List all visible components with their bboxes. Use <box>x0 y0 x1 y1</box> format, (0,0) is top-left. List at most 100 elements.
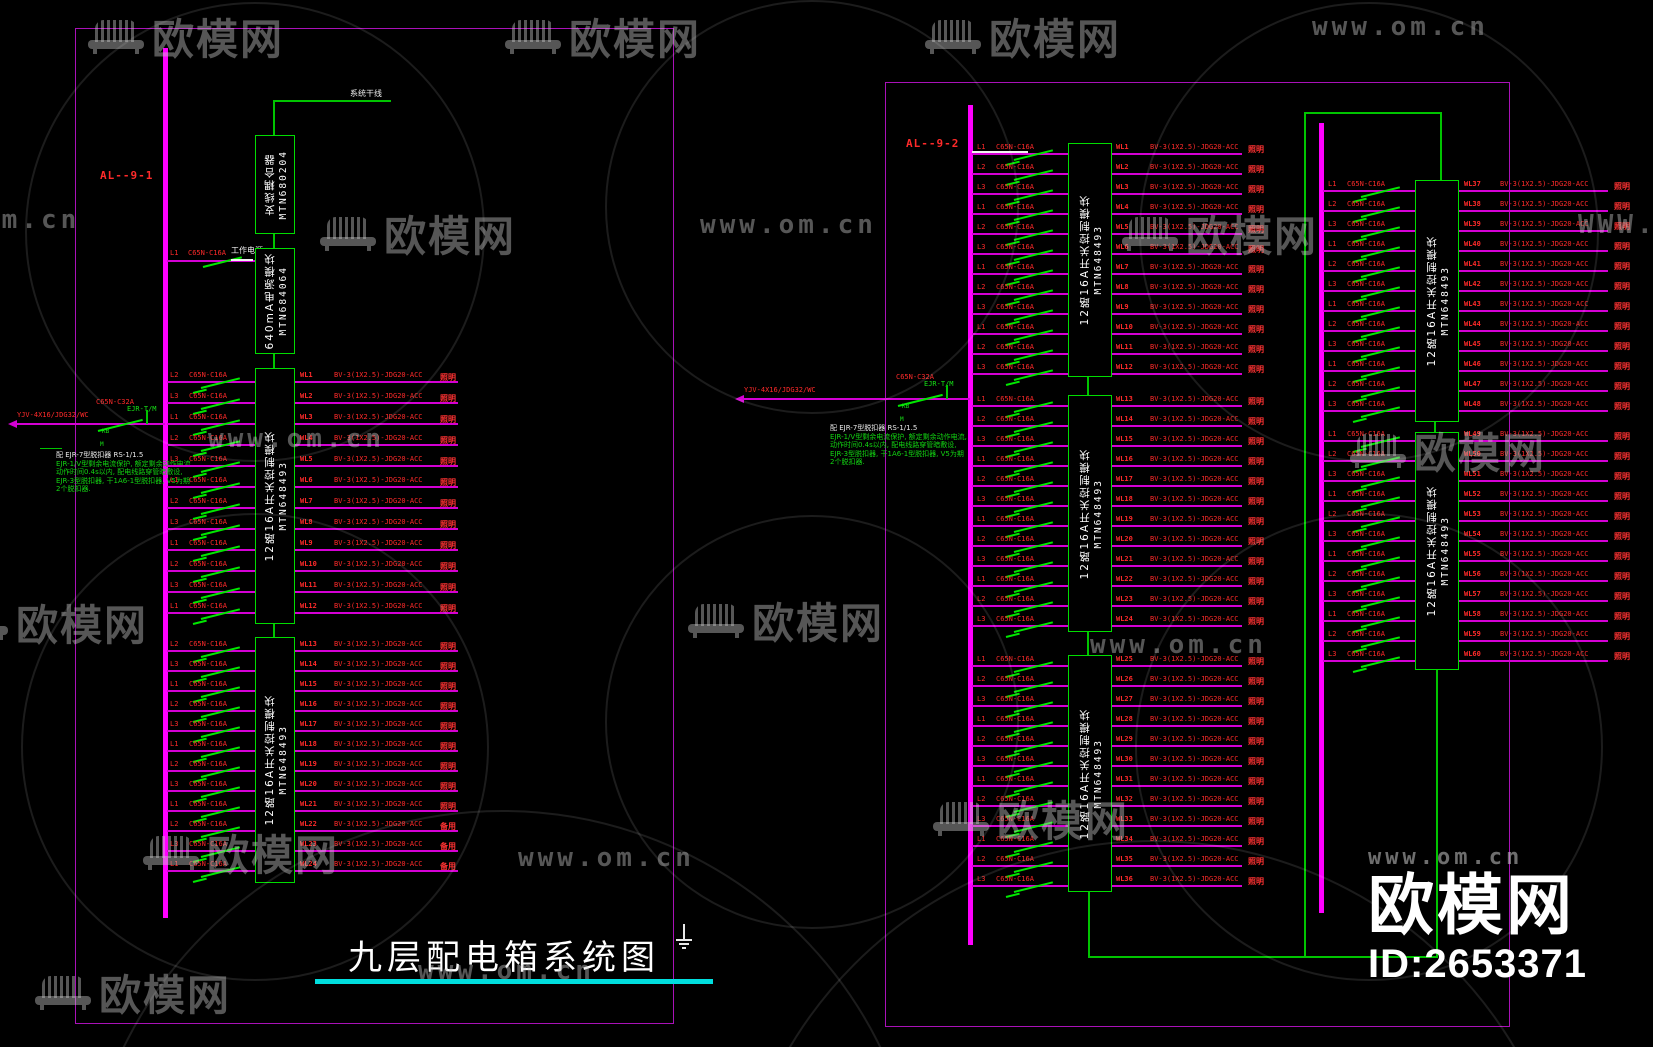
circuit-phase-label: L3 <box>977 363 986 371</box>
circuit-load-label: 照明 <box>440 457 456 466</box>
circuit-breaker-label: C65N-C16A <box>1347 180 1385 188</box>
circuit-breaker-label: C65N-C16A <box>1347 220 1385 228</box>
circuit-wire-in <box>972 665 1068 667</box>
circuit-wire-in <box>972 153 1068 155</box>
circuit-breaker-label: C65N-C16A <box>1347 570 1385 578</box>
circuit-id-label: WL2 <box>300 392 313 400</box>
circuit-spec-label: BV-3(1X2.5)-JDG20-ACC <box>334 455 423 463</box>
circuit-phase-label: L2 <box>1328 260 1337 268</box>
circuit-id-label: WL34 <box>1116 835 1133 843</box>
circuit-phase-label: L3 <box>977 615 986 623</box>
circuit-id-label: WL37 <box>1464 180 1481 188</box>
circuit-breaker-label: C65N-C16A <box>996 323 1034 331</box>
circuit-wire-in <box>167 612 255 614</box>
b-module2-3-link <box>1087 630 1089 655</box>
circuit-phase-label: L2 <box>977 535 986 543</box>
circuit-wire-out <box>1457 580 1608 582</box>
circuit-phase-label: L1 <box>170 602 179 610</box>
circuit-phase-label: L2 <box>977 675 986 683</box>
circuit-wire-in <box>167 486 255 488</box>
circuit-wire-in <box>167 650 255 652</box>
circuit-phase-label: L3 <box>1328 470 1337 478</box>
circuit-wire-in <box>167 381 255 383</box>
circuit-load-label: 备用 <box>440 862 456 871</box>
circuit-breaker-label: C65N-C16A <box>1347 300 1385 308</box>
circuit-breaker-label: C65N-C16A <box>996 595 1034 603</box>
circuit-phase-label: L2 <box>977 475 986 483</box>
circuit-wire-in <box>1323 330 1415 332</box>
circuit-id-label: WL3 <box>300 413 313 421</box>
circuit-breaker-label: C65N-C16A <box>1347 650 1385 658</box>
circuit-breaker-label: C65N-C16A <box>1347 550 1385 558</box>
power-feed-white-segment <box>231 259 253 261</box>
circuit-wire-out <box>1110 585 1242 587</box>
circuit-wire-in <box>972 485 1068 487</box>
circuit-spec-label: BV-3(1X2.5)-JDG20-ACC <box>334 497 423 505</box>
circuit-phase-label: L3 <box>1328 400 1337 408</box>
circuit-breaker-label: C65N-C16A <box>1347 530 1385 538</box>
panel-b-busbar-1 <box>968 105 973 945</box>
circuit-phase-label: L2 <box>977 223 986 231</box>
circuit-load-label: 照明 <box>1614 552 1630 561</box>
circuit-spec-label: BV-3(1X2.5)-JDG20-ACC <box>334 720 423 728</box>
b-module5-bottom-stub <box>1436 668 1438 956</box>
circuit-load-label: 照明 <box>440 604 456 613</box>
circuit-load-label: 照明 <box>1248 717 1264 726</box>
circuit-wire-out <box>1110 525 1242 527</box>
circuit-phase-label: L1 <box>1328 180 1337 188</box>
power-module-model: MTN684064 <box>277 266 289 336</box>
circuit-id-label: WL43 <box>1464 300 1481 308</box>
circuit-breaker-label: C65N-C16A <box>996 835 1034 843</box>
circuit-breaker-label: C65N-C16A <box>1347 400 1385 408</box>
subpanel-top-drop <box>1440 112 1442 180</box>
circuit-wire-out <box>1457 540 1608 542</box>
circuit-load-label: 照明 <box>1248 817 1264 826</box>
circuit-id-label: WL20 <box>300 780 317 788</box>
circuit-wire-in <box>167 830 255 832</box>
circuit-load-label: 照明 <box>1614 452 1630 461</box>
circuit-wire-in <box>972 745 1068 747</box>
circuit-spec-label: BV-3(1X2.5)-JDG20-ACC <box>334 660 423 668</box>
circuit-load-label: 照明 <box>1614 402 1630 411</box>
circuit-spec-label: BV-3(1X2.5)-JDG20-ACC <box>1500 430 1589 438</box>
circuit-id-label: WL15 <box>1116 435 1133 443</box>
circuit-phase-label: L1 <box>977 203 986 211</box>
circuit-wire-in <box>1323 640 1415 642</box>
circuit-spec-label: BV-3(1X2.5)-JDG20-ACC <box>1500 610 1589 618</box>
circuit-id-label: WL2 <box>1116 163 1129 171</box>
trunk-riser <box>273 100 275 135</box>
panel-a-border <box>75 28 674 1024</box>
circuit-spec-label: BV-3(1X2.5)-JDG20-ACC <box>1150 283 1239 291</box>
circuit-id-label: WL23 <box>300 840 317 848</box>
panel-b-row1-white-segment <box>972 151 1028 153</box>
circuit-id-label: WL53 <box>1464 510 1481 518</box>
circuit-spec-label: BV-3(1X2.5)-JDG20-ACC <box>1500 510 1589 518</box>
circuit-breaker-label: C65N-C16A <box>996 675 1034 683</box>
circuit-id-label: WL19 <box>300 760 317 768</box>
circuit-wire-out <box>1110 725 1242 727</box>
incoming-note-line: EJR-3型脱扣器, 干1A6-1型脱扣器, V5为期 <box>830 449 964 458</box>
circuit-spec-label: BV-3(1X2.5)-JDG20-ACC <box>334 820 423 828</box>
circuit-wire-in <box>972 405 1068 407</box>
circuit-id-label: WL39 <box>1464 220 1481 228</box>
circuit-id-label: WL49 <box>1464 430 1481 438</box>
circuit-breaker-label: C65N-C16A <box>1347 380 1385 388</box>
circuit-phase-label: L1 <box>170 680 179 688</box>
circuit-phase-label: L1 <box>977 575 986 583</box>
circuit-spec-label: BV-3(1X2.5)-JDG20-ACC <box>1150 163 1239 171</box>
circuit-phase-label: L1 <box>977 775 986 783</box>
circuit-wire-out <box>1110 465 1242 467</box>
panel-a-module-2-title: 12路16A开关控制模块 <box>263 694 276 826</box>
work-power-label: 工作电源 <box>231 246 263 255</box>
circuit-load-label: 照明 <box>1248 165 1264 174</box>
circuit-spec-label: BV-3(1X2.5)-JDG20-ACC <box>1500 450 1589 458</box>
circuit-spec-label: BV-3(1X2.5)-JDG20-ACC <box>1150 735 1239 743</box>
circuit-wire-in <box>167 790 255 792</box>
circuit-breaker-label: C65N-C16A <box>189 560 227 568</box>
circuit-wire-out <box>293 507 458 509</box>
circuit-spec-label: BV-3(1X2.5)-JDG20-ACC <box>334 680 423 688</box>
circuit-wire-in <box>1323 230 1415 232</box>
watermark-brand-text: 欧模网 <box>752 599 885 648</box>
circuit-spec-label: BV-3(1X2.5)-JDG20-ACC <box>1500 300 1589 308</box>
b-module3-bottom-stub <box>1088 890 1090 956</box>
